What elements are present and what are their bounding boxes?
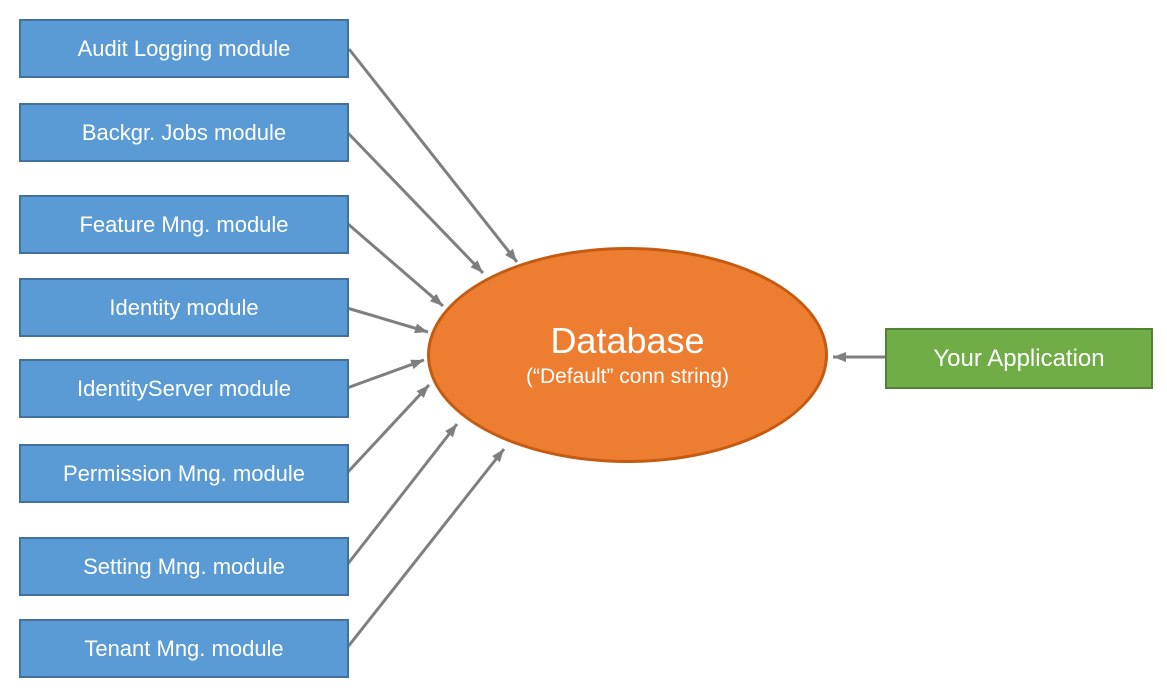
module-box-backgr-jobs: Backgr. Jobs module xyxy=(19,103,349,162)
module-label: Audit Logging module xyxy=(77,35,291,61)
module-label: Permission Mng. module xyxy=(62,460,306,486)
module-box-feature-mng: Feature Mng. module xyxy=(19,195,349,254)
module-box-identityserver: IdentityServer module xyxy=(19,359,349,418)
module-box-audit-logging: Audit Logging module xyxy=(19,19,349,78)
module-label: Identity module xyxy=(109,294,259,320)
module-label: Feature Mng. module xyxy=(79,211,289,237)
module-box-setting-mng: Setting Mng. module xyxy=(19,537,349,596)
module-label: Backgr. Jobs module xyxy=(81,119,287,145)
module-label: Setting Mng. module xyxy=(83,553,285,579)
module-box-permission-mng: Permission Mng. module xyxy=(19,444,349,503)
database-title: Database xyxy=(550,320,705,361)
application-label: Your Application xyxy=(933,344,1105,372)
arrow-tenant-mng-to-database xyxy=(345,448,506,649)
arrow-identity-to-database xyxy=(346,306,429,334)
module-label: IdentityServer module xyxy=(77,375,291,401)
database-ellipse: Database (“Default” conn string) xyxy=(427,247,828,463)
module-box-tenant-mng: Tenant Mng. module xyxy=(19,619,349,678)
database-subtitle: (“Default” conn string) xyxy=(525,365,730,388)
arrow-feature-mng-to-database xyxy=(347,222,444,308)
arrow-audit-logging-to-database xyxy=(347,48,519,263)
arrow-backgr-jobs-to-database xyxy=(346,131,485,275)
module-box-identity: Identity module xyxy=(19,278,349,337)
arrow-identityserver-to-database xyxy=(346,358,425,390)
arrow-permission-mng-to-database xyxy=(345,383,431,475)
your-application-box: Your Application xyxy=(885,328,1153,389)
arrow-setting-mng-to-database xyxy=(345,423,459,566)
module-label: Tenant Mng. module xyxy=(84,635,284,661)
